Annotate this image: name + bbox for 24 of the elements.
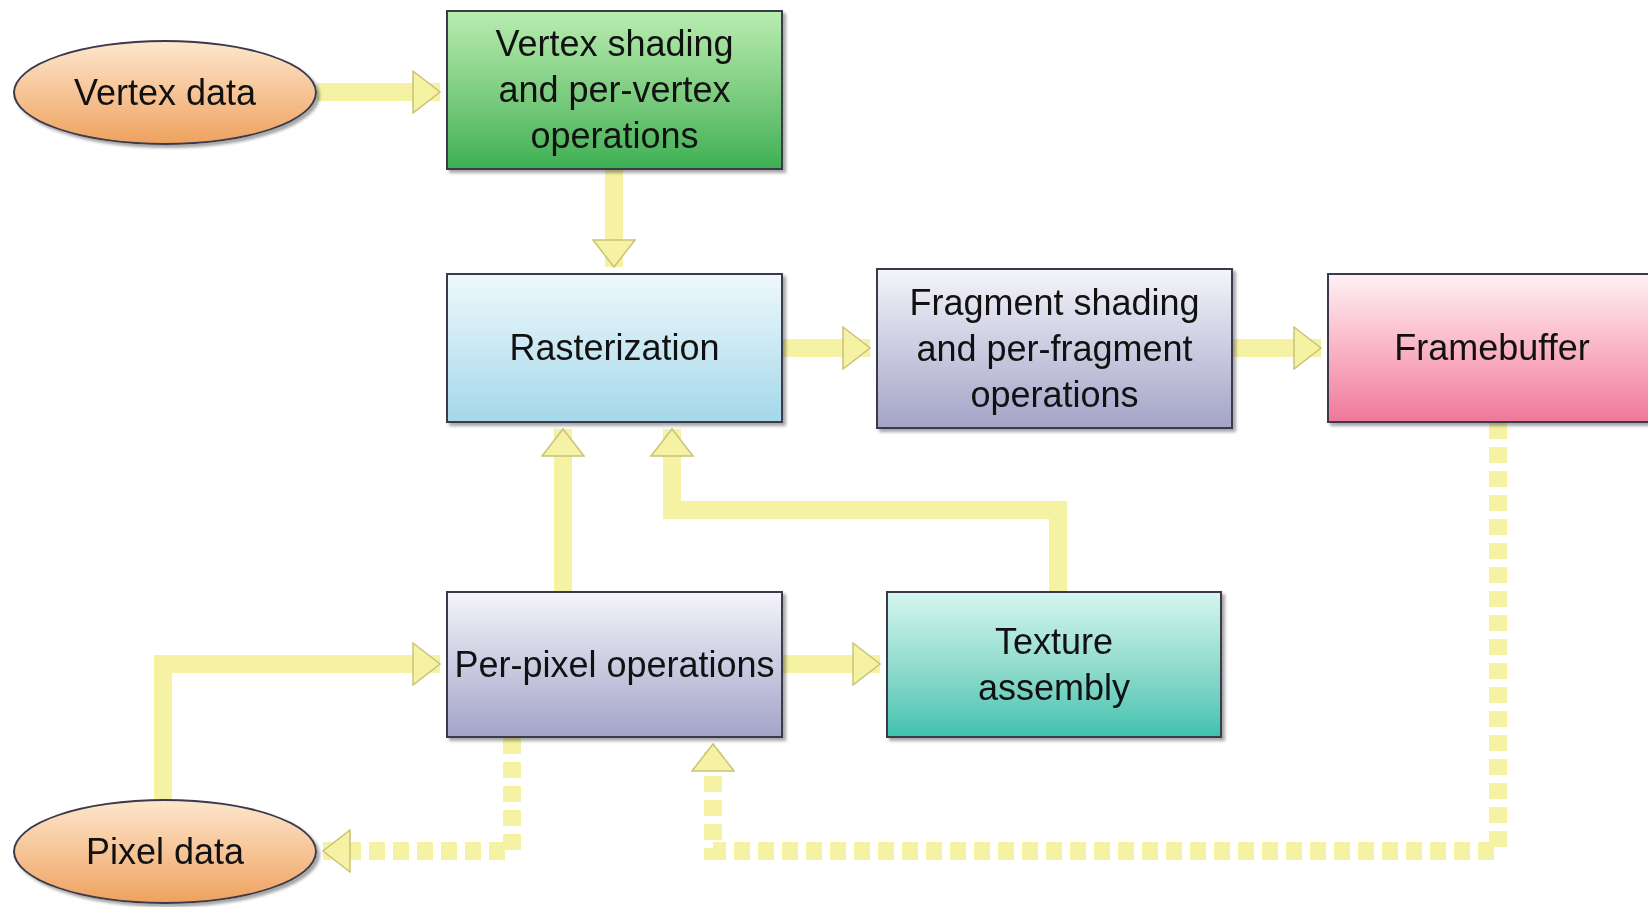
node-label: Per-pixel operations <box>454 642 775 687</box>
arrow <box>541 428 585 591</box>
dashed-arrow <box>322 738 521 873</box>
process-box <box>886 591 1222 738</box>
process-box <box>446 591 783 738</box>
arrow <box>317 70 441 114</box>
node-label: Pixel data <box>85 829 245 874</box>
process-box <box>446 10 783 170</box>
arrow <box>592 170 636 268</box>
node-label: Fragment shading and per-fragment operations <box>908 280 1201 417</box>
process-box <box>1327 273 1648 423</box>
process-box <box>446 273 783 423</box>
node-label: Framebuffer <box>1394 326 1590 370</box>
arrow <box>1233 326 1322 370</box>
node-label: Texture assembly <box>976 619 1132 710</box>
process-box <box>876 268 1233 429</box>
node-label: Rasterization <box>509 326 720 370</box>
node-label: Vertex shading and per-vertex operations <box>494 22 735 158</box>
arrow <box>783 642 881 686</box>
arrow <box>783 326 871 370</box>
arrow <box>154 642 441 799</box>
node-label: Vertex data <box>73 70 257 115</box>
dashed-arrow <box>691 423 1507 860</box>
arrow <box>650 428 1067 591</box>
